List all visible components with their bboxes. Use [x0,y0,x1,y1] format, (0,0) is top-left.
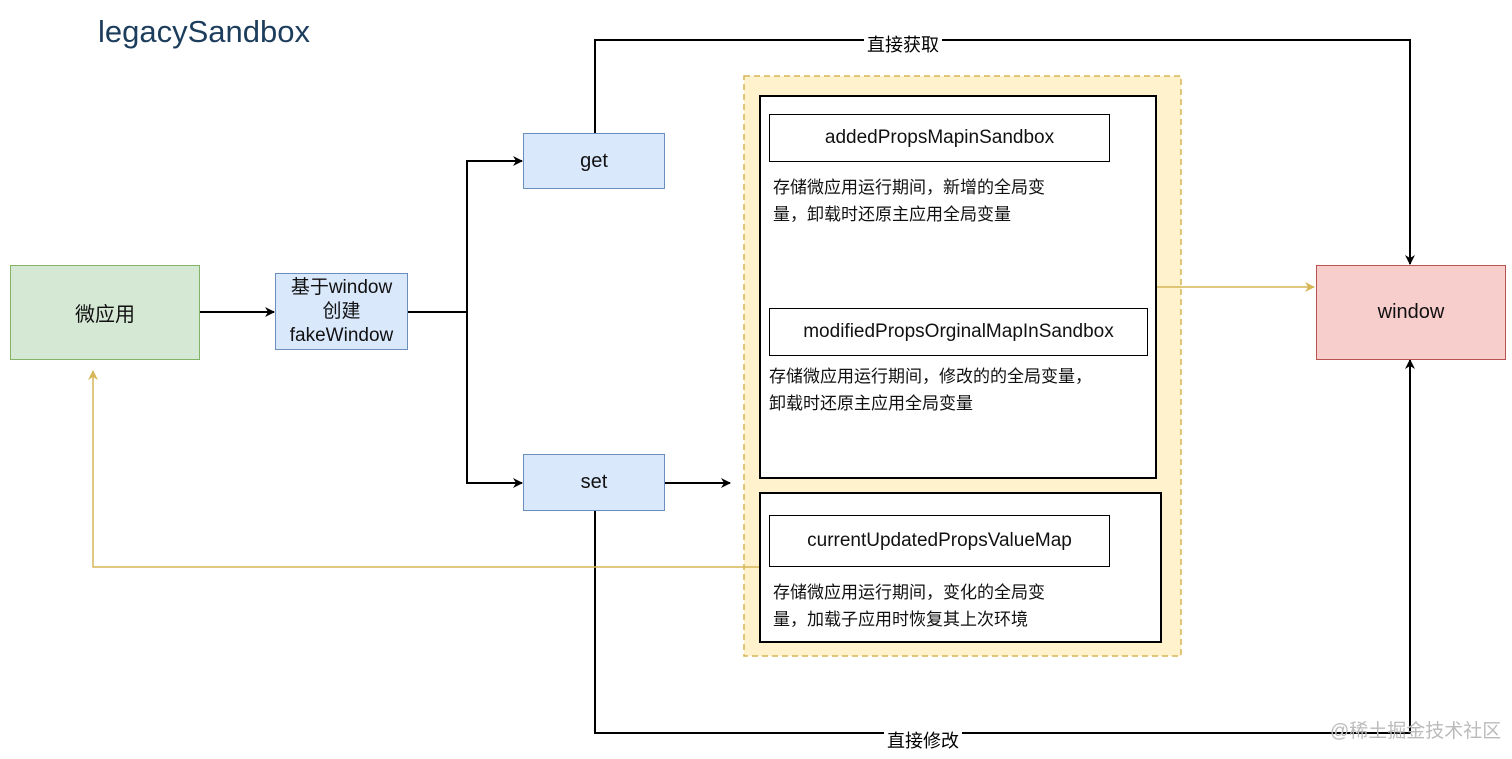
edge-to-set [466,312,523,488]
edge-direct-set [594,359,1415,734]
desc-line: 卸载时还原主应用全局变量 [769,394,973,413]
set-label: set [580,471,608,493]
edge-direct-get [594,39,1415,265]
micro-app-label: 微应用 [75,304,135,326]
get-label: get [580,149,608,172]
added-props-map-label: addedPropsMapinSandbox [824,127,1055,148]
added-props-map: addedPropsMapinSandbox [769,114,1110,162]
edge-sandbox-to-app [88,370,759,568]
modified-props-desc: 存储微应用运行期间，修改的的全局变量， 卸载时还原主应用全局变量 [769,363,1092,417]
current-props-desc: 存储微应用运行期间，变化的全局变 量，加载子应用时恢复其上次环境 [773,579,1045,633]
desc-line: 量，加载子应用时恢复其上次环境 [773,610,1028,629]
modified-props-map: modifiedPropsOrginalMapInSandbox [769,308,1148,356]
edge-to-get [466,156,523,312]
edge-label-direct-get: 直接获取 [864,31,942,57]
watermark: @稀土掘金技术社区 [1330,721,1502,742]
desc-line: 存储微应用运行期间，修改的的全局变量， [769,367,1092,386]
fake-window-line: fakeWindow [289,324,394,346]
desc-line: 存储微应用运行期间，新增的全局变 [773,178,1045,197]
get-node: get [523,133,665,189]
fake-window-line: 创建 [322,300,361,322]
fake-window-node: 基于window 创建 fakeWindow [275,273,408,350]
current-updated-props-map: currentUpdatedPropsValueMap [769,515,1110,567]
desc-line: 存储微应用运行期间，变化的全局变 [773,583,1045,602]
fake-window-line: 基于window [290,276,393,298]
modified-props-map-label: modifiedPropsOrginalMapInSandbox [803,321,1114,342]
desc-line: 量，卸载时还原主应用全局变量 [773,205,1011,224]
added-props-desc: 存储微应用运行期间，新增的全局变 量，卸载时还原主应用全局变量 [773,174,1045,228]
diagram-title: legacySandbox [98,14,310,49]
set-node: set [523,454,665,511]
window-label: window [1377,301,1445,323]
micro-app-node: 微应用 [10,265,200,360]
edge-label-direct-set: 直接修改 [884,727,962,753]
current-props-map-label: currentUpdatedPropsValueMap [807,530,1072,551]
window-node: window [1316,265,1506,360]
